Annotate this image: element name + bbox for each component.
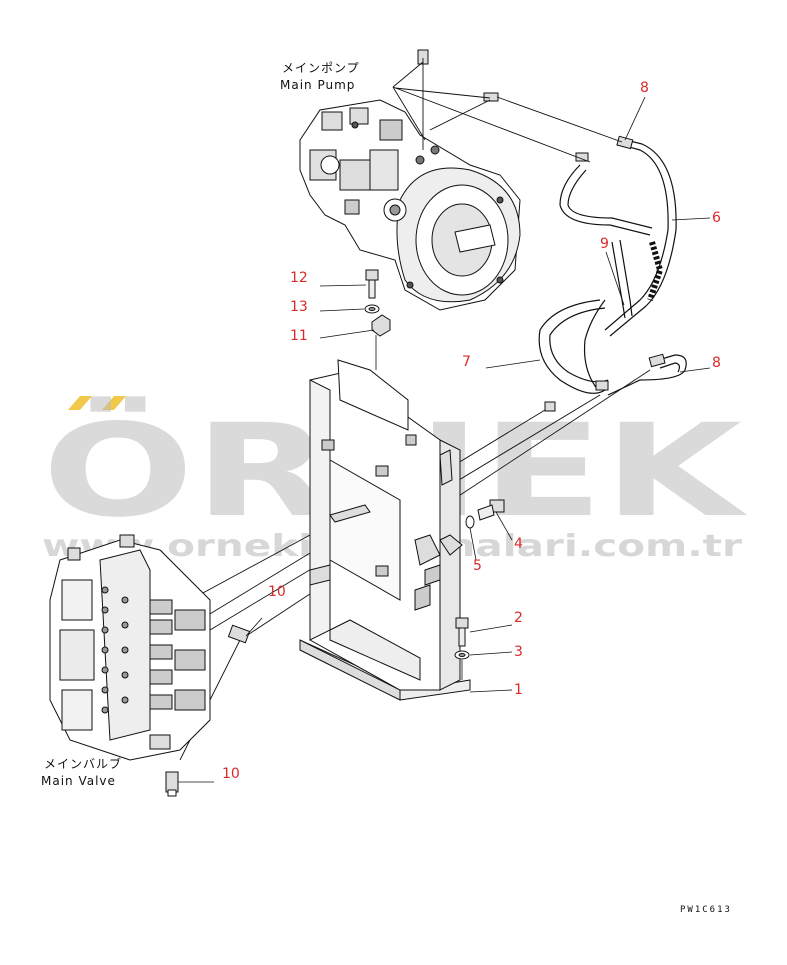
callout-11: 11 <box>290 328 308 344</box>
drawing-code: PW1C613 <box>680 905 732 915</box>
callout-leaders <box>319 96 711 693</box>
callout-7: 7 <box>462 354 471 370</box>
pressure-sensors <box>165 617 263 797</box>
watermark-accent-left <box>68 396 92 410</box>
main-pump <box>299 99 521 311</box>
callout-12: 12 <box>290 270 308 286</box>
main-pump-label-jp: メインポンプ <box>282 61 360 75</box>
callout-1: 1 <box>514 682 523 698</box>
main-valve-label-en: Main Valve <box>41 774 116 788</box>
callout-2: 2 <box>514 610 523 626</box>
bracket <box>299 371 471 701</box>
callout-13: 13 <box>290 299 308 315</box>
main-pump-label-en: Main Pump <box>280 78 355 92</box>
hose-fittings <box>544 135 666 412</box>
small-parts <box>364 269 505 680</box>
callout-8-right: 8 <box>712 355 721 371</box>
callout-10-lower: 10 <box>222 766 240 782</box>
hoses <box>538 139 687 396</box>
callout-8-top: 8 <box>640 80 649 96</box>
callout-9: 9 <box>600 236 609 252</box>
watermark-accent-right <box>102 396 126 410</box>
pump-fittings <box>417 49 589 162</box>
main-valve-label-jp: メインバルブ <box>44 756 122 771</box>
main-valve <box>49 534 211 761</box>
callout-5: 5 <box>473 558 482 574</box>
cover-plate <box>337 359 409 431</box>
callout-10-upper: 10 <box>268 584 286 600</box>
callout-6: 6 <box>712 210 721 226</box>
callout-4: 4 <box>514 536 523 552</box>
callout-3: 3 <box>514 644 523 660</box>
